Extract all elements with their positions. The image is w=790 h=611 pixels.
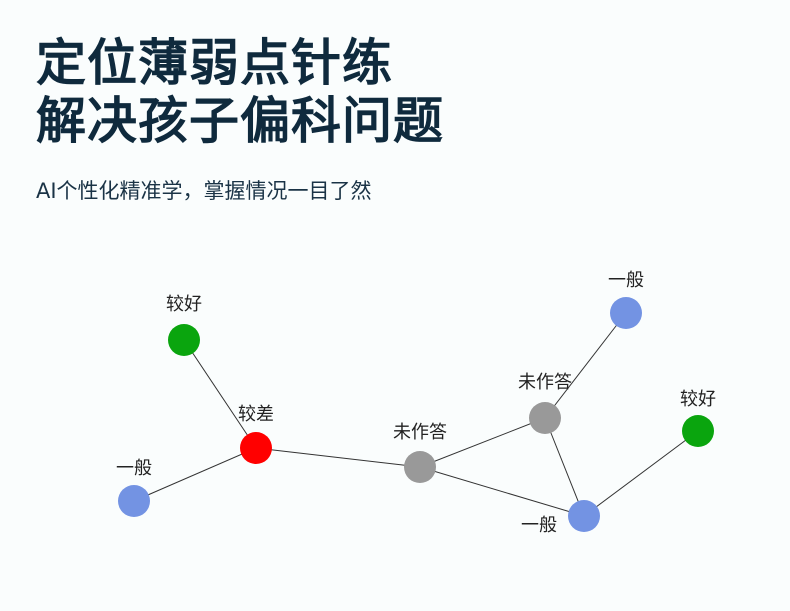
subtitle: AI个性化精准学，掌握情况一目了然 xyxy=(36,179,372,203)
headline: 定位薄弱点针练 解决孩子偏科问题 xyxy=(36,34,444,150)
graph-edge-n5-n6 xyxy=(544,312,627,419)
graph-edge-n7-n8 xyxy=(583,430,699,517)
graph-node-label: 一般 xyxy=(521,515,557,536)
graph-node-good xyxy=(168,324,200,356)
graph-node-average xyxy=(568,500,600,532)
graph-node-average xyxy=(118,485,150,517)
headline-line-1: 定位薄弱点针练 xyxy=(36,34,393,92)
graph-node-label: 较差 xyxy=(238,404,274,425)
graph-edge-n2-n3 xyxy=(133,447,257,502)
graph-node-label: 较好 xyxy=(166,294,202,315)
graph-edge-n2-n4 xyxy=(255,447,421,468)
graph-node-label: 一般 xyxy=(608,270,644,291)
graph-edge-n5-n8 xyxy=(544,417,585,517)
graph-edge-n4-n8 xyxy=(419,466,585,517)
graph-edge-n1-n2 xyxy=(183,339,257,449)
graph-node-unanswered xyxy=(529,402,561,434)
graph-node-average xyxy=(610,297,642,329)
graph-edge-n4-n5 xyxy=(419,417,546,468)
graph-node-label: 一般 xyxy=(116,458,152,479)
graph-node-label: 未作答 xyxy=(518,372,572,393)
graph-node-unanswered xyxy=(404,451,436,483)
graph-node-label: 未作答 xyxy=(393,422,447,443)
headline-line-2: 解决孩子偏科问题 xyxy=(36,92,444,150)
graph-node-poor xyxy=(240,432,272,464)
graph-node-label: 较好 xyxy=(680,389,716,410)
graph-edges xyxy=(133,312,699,517)
graph-node-good xyxy=(682,415,714,447)
